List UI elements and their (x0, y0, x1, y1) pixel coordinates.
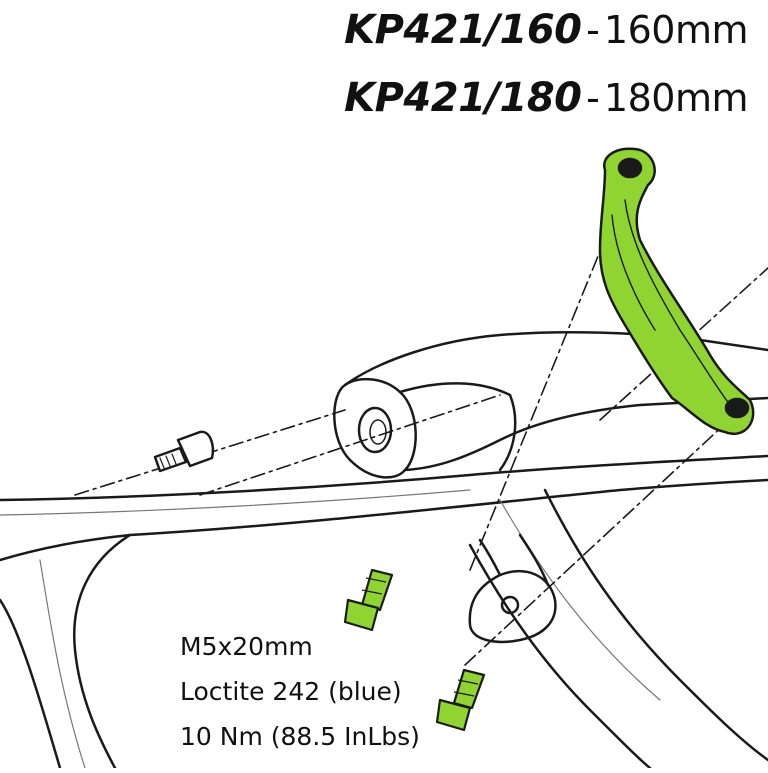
mount-tab-stem (478, 538, 502, 577)
frame-down-tube-detail (39, 559, 86, 769)
frame-down-tube-inner (73, 533, 132, 770)
bolt-size-note: M5x20mm (180, 632, 313, 661)
frame-stay-left (468, 543, 652, 770)
mount-tab (468, 569, 557, 644)
frame-stay-detail (499, 499, 661, 701)
part-size-180: 180mm (603, 76, 749, 120)
frame-down-tube-outer (0, 598, 62, 770)
side-bolt-icon (153, 430, 215, 473)
part-line-180: KP421/180 - 180mm (344, 78, 748, 118)
green-bolt-upper-icon (343, 568, 394, 632)
junction-hole-inner (369, 419, 387, 445)
part-code-160: KP421/160 (344, 7, 582, 53)
part-line-160: KP421/160 - 160mm (344, 10, 748, 50)
frame-top-tube-lower (0, 478, 768, 562)
green-bolt-lower-icon (435, 668, 486, 732)
frame-top-tube (0, 454, 768, 502)
frame-junction-body2 (403, 396, 768, 472)
frame-junction-boss (333, 377, 417, 479)
mount-tab-hole (500, 595, 520, 615)
axis-line-lower-bolt (464, 409, 741, 666)
part-separator-180: - (586, 76, 600, 120)
frame-top-tube-detail (0, 489, 471, 516)
axis-line-upper-bolt (469, 189, 626, 571)
torque-note: 10 Nm (88.5 InLbs) (180, 722, 420, 751)
brake-adapter-part (598, 147, 755, 435)
frame-junction-inner (398, 382, 517, 472)
threadlocker-note: Loctite 242 (blue) (180, 677, 402, 706)
mount-tab-stem2 (518, 533, 550, 587)
axis-line-junction (199, 394, 501, 496)
frame-stay-right (543, 488, 768, 762)
part-separator-160: - (586, 8, 600, 52)
part-size-160: 160mm (603, 8, 749, 52)
junction-hole (357, 406, 393, 454)
part-code-180: KP421/180 (344, 75, 582, 121)
